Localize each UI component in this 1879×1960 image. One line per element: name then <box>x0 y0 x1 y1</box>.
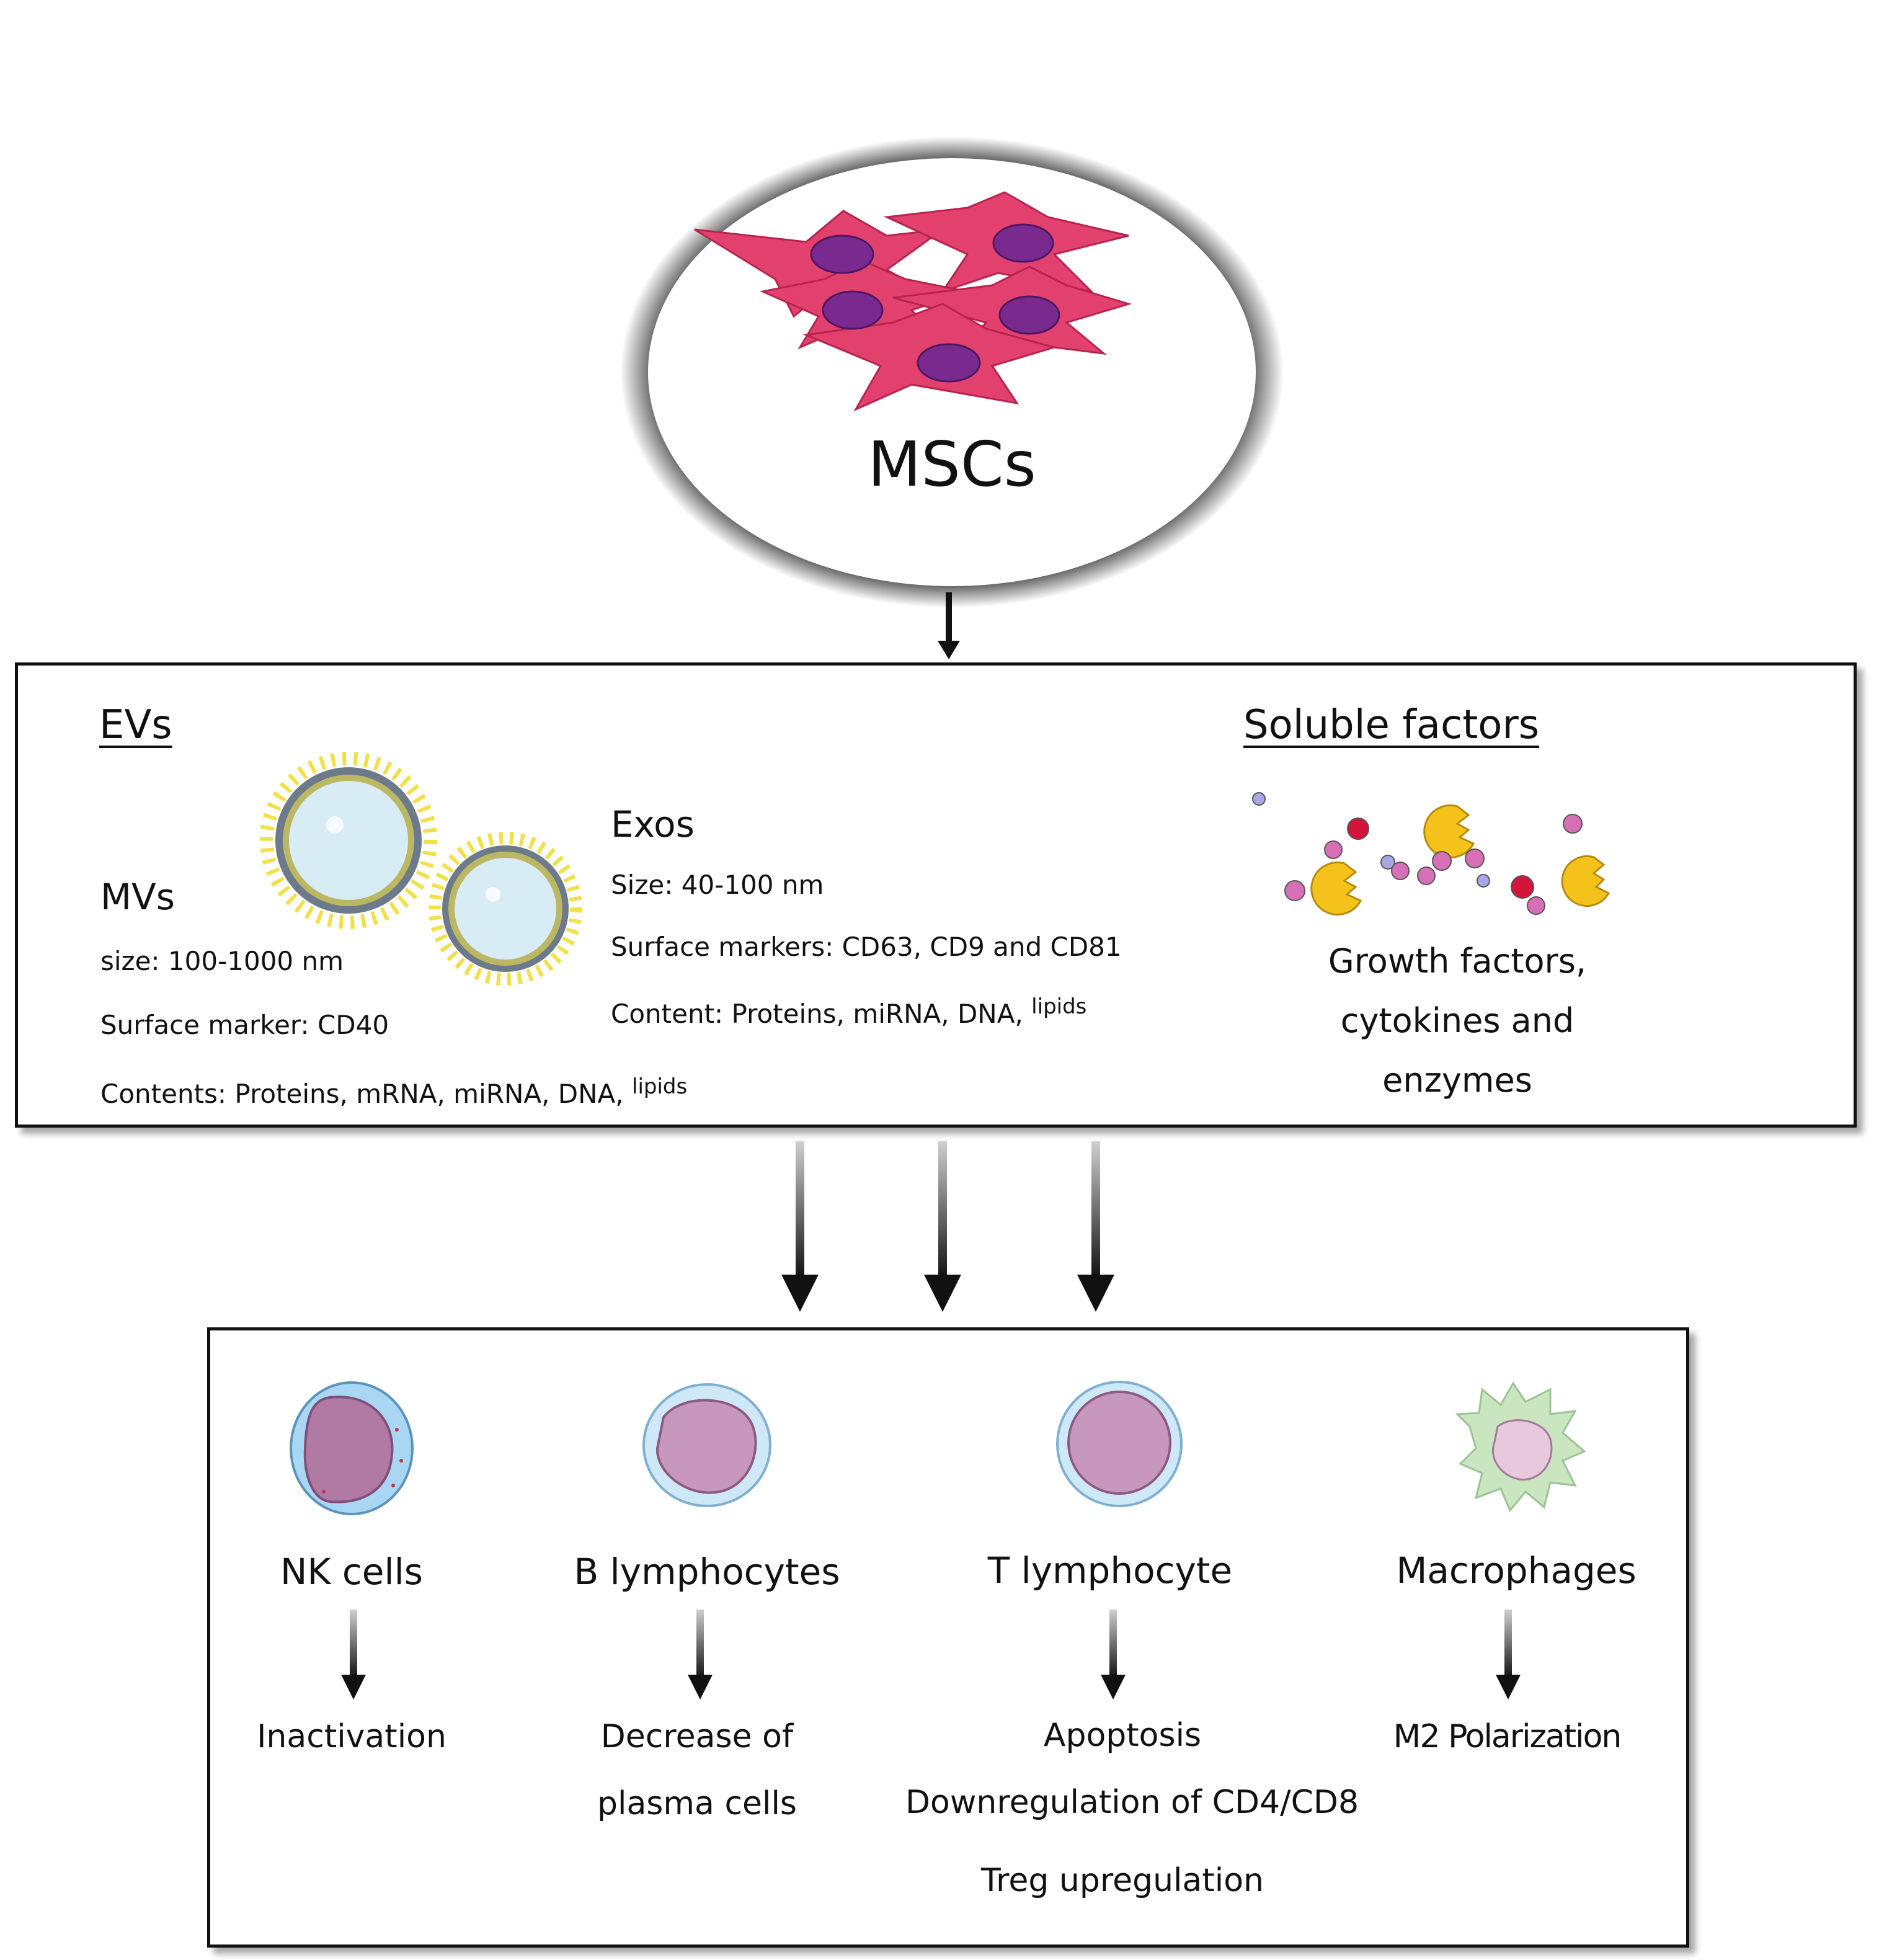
arrow-right <box>1077 1141 1114 1312</box>
exos-title: Exos <box>611 803 695 845</box>
immune-effects-box <box>207 1327 1689 1948</box>
arrow-macrophage-outcome <box>1496 1610 1521 1699</box>
arrow-b-outcome <box>688 1610 713 1699</box>
nk-cell-icon <box>290 1381 414 1515</box>
macrophages-label: Macrophages <box>1396 1549 1637 1592</box>
arrow-t-outcome <box>1101 1610 1126 1699</box>
mvs-title: MVs <box>100 876 175 918</box>
arrow-nk-outcome <box>341 1610 366 1699</box>
mvs-marker: Surface marker: CD40 <box>100 1010 389 1040</box>
macrophage-outcome-1: M2 Polarization <box>1393 1718 1622 1755</box>
macrophage-icon <box>1455 1381 1586 1512</box>
t-outcome-2: Downregulation of CD4/CD8 <box>905 1784 1359 1821</box>
mvs-contents: Contents: Proteins, mRNA, miRNA, DNA, li… <box>100 1074 687 1109</box>
arrow-left <box>781 1141 819 1312</box>
soluble-factors-line3: enzymes <box>1382 1061 1532 1100</box>
enzyme-icons <box>1310 804 1610 915</box>
exos-content-text: Content: Proteins, miRNA, DNA, <box>611 999 1023 1029</box>
evs-heading: EVs <box>99 702 172 748</box>
msc-label: MSCs <box>868 428 1036 501</box>
exos-markers: Surface markers: CD63, CD9 and CD81 <box>611 932 1122 962</box>
exos-size: Size: 40-100 nm <box>611 870 824 900</box>
soluble-factors-line1: Growth factors, <box>1328 942 1587 981</box>
mvs-size: size: 100-1000 nm <box>100 946 344 976</box>
msc-cells-illustration <box>694 191 1132 412</box>
nk-cells-label: NK cells <box>280 1551 423 1593</box>
t-lymphocyte-icon <box>1056 1381 1183 1507</box>
vesicles-illustration <box>260 752 582 986</box>
t-outcome-1: Apoptosis <box>1043 1717 1202 1754</box>
t-lymphocyte-label: T lymphocyte <box>987 1549 1233 1592</box>
soluble-factors-illustration <box>1252 792 1610 915</box>
b-lymphocytes-label: B lymphocytes <box>574 1551 840 1593</box>
nk-outcome-1: Inactivation <box>257 1718 446 1755</box>
b-lymphocyte-icon <box>642 1383 771 1507</box>
msc-group: MSCs <box>620 136 1284 608</box>
soluble-factors-line2: cytokines and <box>1340 1001 1575 1040</box>
exos-content-sup: lipids <box>1031 994 1087 1019</box>
arrow-center <box>924 1141 961 1312</box>
mvs-contents-text: Contents: Proteins, mRNA, miRNA, DNA, <box>100 1079 624 1109</box>
arrow-msc-to-ev <box>938 592 960 659</box>
arrows-to-immune-cells <box>781 1141 1114 1312</box>
b-outcome-2: plasma cells <box>597 1785 797 1822</box>
exos-content: Content: Proteins, miRNA, DNA, lipids <box>611 994 1086 1029</box>
t-outcome-3: Treg upregulation <box>981 1862 1264 1899</box>
soluble-factors-heading: Soluble factors <box>1243 702 1540 748</box>
mvs-contents-sup: lipids <box>632 1074 688 1099</box>
b-outcome-1: Decrease of <box>600 1718 794 1755</box>
